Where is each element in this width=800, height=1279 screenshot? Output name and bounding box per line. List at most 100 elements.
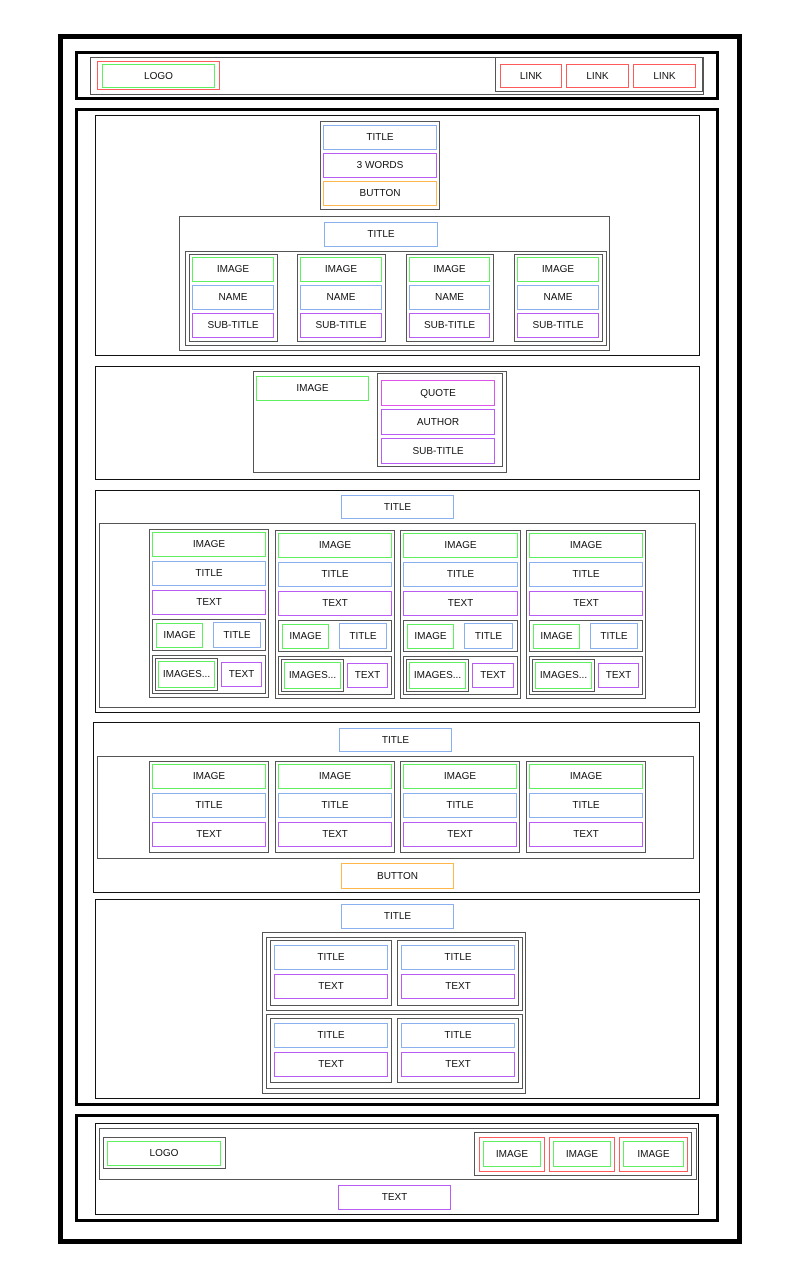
features-section	[95, 490, 700, 713]
feature-gallery-row	[152, 655, 266, 694]
products-section	[93, 722, 700, 893]
feature-card	[526, 530, 646, 699]
service-card	[397, 940, 519, 1006]
services-grid	[262, 932, 526, 1094]
team-member-card	[189, 254, 278, 342]
quote-subtitle: SUB-TITLE	[381, 438, 495, 464]
service-text: TEXT	[274, 974, 388, 999]
feature-gallery-row	[403, 656, 518, 695]
member-image: IMAGE	[409, 257, 490, 282]
header	[75, 51, 719, 100]
feature-text: TEXT	[152, 590, 266, 615]
nav-link[interactable]: LINK	[566, 64, 629, 88]
footer-top-row	[99, 1128, 697, 1180]
product-image: IMAGE	[403, 764, 517, 789]
footer-images	[474, 1132, 692, 1176]
product-text: TEXT	[403, 822, 517, 847]
feature-title: TITLE	[403, 562, 518, 587]
gallery-images[interactable]: IMAGES...	[409, 662, 466, 689]
member-image: IMAGE	[300, 257, 382, 282]
service-card	[270, 940, 392, 1006]
member-subtitle: SUB-TITLE	[517, 313, 599, 338]
media-title: TITLE	[590, 623, 638, 649]
gallery-images[interactable]: IMAGES...	[535, 662, 592, 689]
footer-logo: LOGO	[107, 1141, 221, 1166]
service-title: TITLE	[274, 1023, 388, 1048]
footer-image[interactable]: IMAGE	[483, 1141, 541, 1167]
feature-gallery-row	[529, 656, 643, 695]
testimonial-image: IMAGE	[256, 376, 369, 401]
footer-image-link[interactable]	[619, 1137, 688, 1172]
hero-title: TITLE	[323, 125, 437, 150]
service-card	[270, 1018, 392, 1083]
feature-image: IMAGE	[529, 533, 643, 558]
product-text: TEXT	[529, 822, 643, 847]
footer-text: TEXT	[338, 1185, 451, 1210]
feature-media-row	[152, 619, 266, 651]
feature-media-row	[278, 620, 392, 652]
quote-author: AUTHOR	[381, 409, 495, 435]
feature-card	[275, 530, 395, 699]
products-grid	[97, 756, 694, 859]
feature-title: TITLE	[278, 562, 392, 587]
service-title: TITLE	[401, 945, 515, 970]
hero-tagline: 3 WORDS	[323, 153, 437, 178]
media-image: IMAGE	[282, 624, 329, 649]
main-content	[75, 108, 719, 1106]
team-title: TITLE	[324, 222, 438, 247]
products-button[interactable]: BUTTON	[341, 863, 454, 889]
hero-box	[320, 121, 440, 210]
team-member-card	[406, 254, 494, 342]
feature-text: TEXT	[403, 591, 518, 616]
service-title: TITLE	[274, 945, 388, 970]
hero-button[interactable]: BUTTON	[323, 181, 437, 206]
product-card	[275, 761, 395, 853]
product-title: TITLE	[278, 793, 392, 818]
member-name: NAME	[300, 285, 382, 310]
product-image: IMAGE	[278, 764, 392, 789]
member-image: IMAGE	[517, 257, 599, 282]
media-title: TITLE	[339, 623, 387, 649]
footer-image-link[interactable]	[479, 1137, 545, 1172]
feature-image: IMAGE	[403, 533, 518, 558]
gallery-images[interactable]: IMAGES...	[284, 662, 341, 689]
media-title: TITLE	[213, 622, 261, 648]
member-name: NAME	[192, 285, 274, 310]
quote: QUOTE	[381, 380, 495, 406]
team-member-card	[514, 254, 603, 342]
testimonial-box	[253, 371, 507, 473]
gallery-text: TEXT	[598, 663, 639, 688]
features-grid	[99, 523, 696, 708]
services-title: TITLE	[341, 904, 454, 929]
media-image: IMAGE	[156, 623, 203, 648]
services-section	[95, 899, 700, 1099]
features-title: TITLE	[341, 495, 454, 519]
member-name: NAME	[409, 285, 490, 310]
service-card	[397, 1018, 519, 1083]
gallery-box	[406, 659, 469, 692]
services-row	[266, 1014, 523, 1089]
product-text: TEXT	[278, 822, 392, 847]
feature-image: IMAGE	[278, 533, 392, 558]
feature-text: TEXT	[529, 591, 643, 616]
gallery-box	[532, 659, 595, 692]
feature-media-row	[403, 620, 518, 652]
footer-image[interactable]: IMAGE	[553, 1141, 611, 1167]
services-row	[266, 937, 523, 1011]
feature-title: TITLE	[152, 561, 266, 586]
nav-link[interactable]: LINK	[633, 64, 696, 88]
gallery-box	[281, 659, 344, 692]
footer-image[interactable]: IMAGE	[623, 1141, 684, 1167]
product-image: IMAGE	[529, 764, 643, 789]
team-grid	[185, 251, 607, 346]
feature-card	[149, 529, 269, 698]
gallery-images[interactable]: IMAGES...	[158, 661, 215, 688]
footer-image-link[interactable]	[549, 1137, 615, 1172]
member-name: NAME	[517, 285, 599, 310]
nav-link[interactable]: LINK	[500, 64, 562, 88]
logo[interactable]: LOGO	[102, 64, 215, 88]
product-title: TITLE	[529, 793, 643, 818]
feature-media-row	[529, 620, 643, 652]
feature-image: IMAGE	[152, 532, 266, 557]
member-image: IMAGE	[192, 257, 274, 282]
